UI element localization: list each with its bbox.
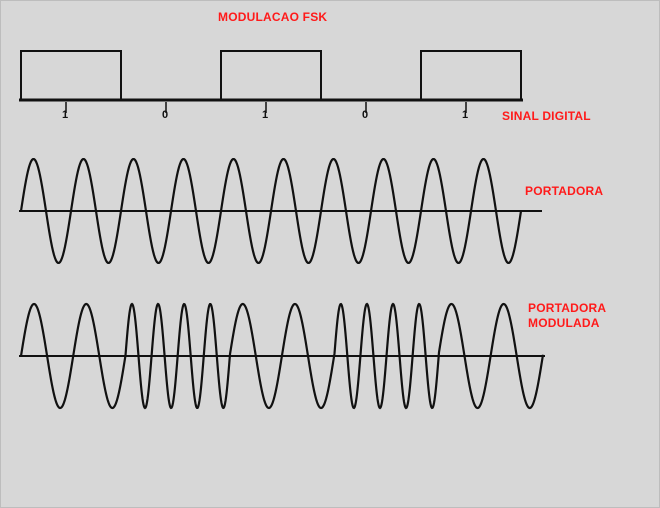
bit-label: 0	[362, 109, 368, 121]
modulated-wave	[19, 302, 545, 410]
bit-label: 1	[262, 109, 268, 121]
modulated-label-line2: MODULADA	[528, 316, 600, 330]
bit-label: 0	[162, 109, 168, 121]
modulated-carrier-label: PORTADORA MODULADA	[528, 301, 606, 331]
digital-pulse-high	[420, 50, 522, 99]
digital-signal-label: SINAL DIGITAL	[502, 109, 591, 123]
digital-pulse-high	[20, 50, 122, 99]
carrier-wave	[19, 158, 523, 264]
modulated-label-line1: PORTADORA	[528, 301, 607, 315]
digital-pulse-high	[220, 50, 322, 99]
diagram-title: MODULACAO FSK	[218, 10, 328, 24]
bit-label: 1	[462, 109, 468, 121]
carrier-label: PORTADORA	[525, 184, 604, 198]
bit-label: 1	[62, 109, 68, 121]
